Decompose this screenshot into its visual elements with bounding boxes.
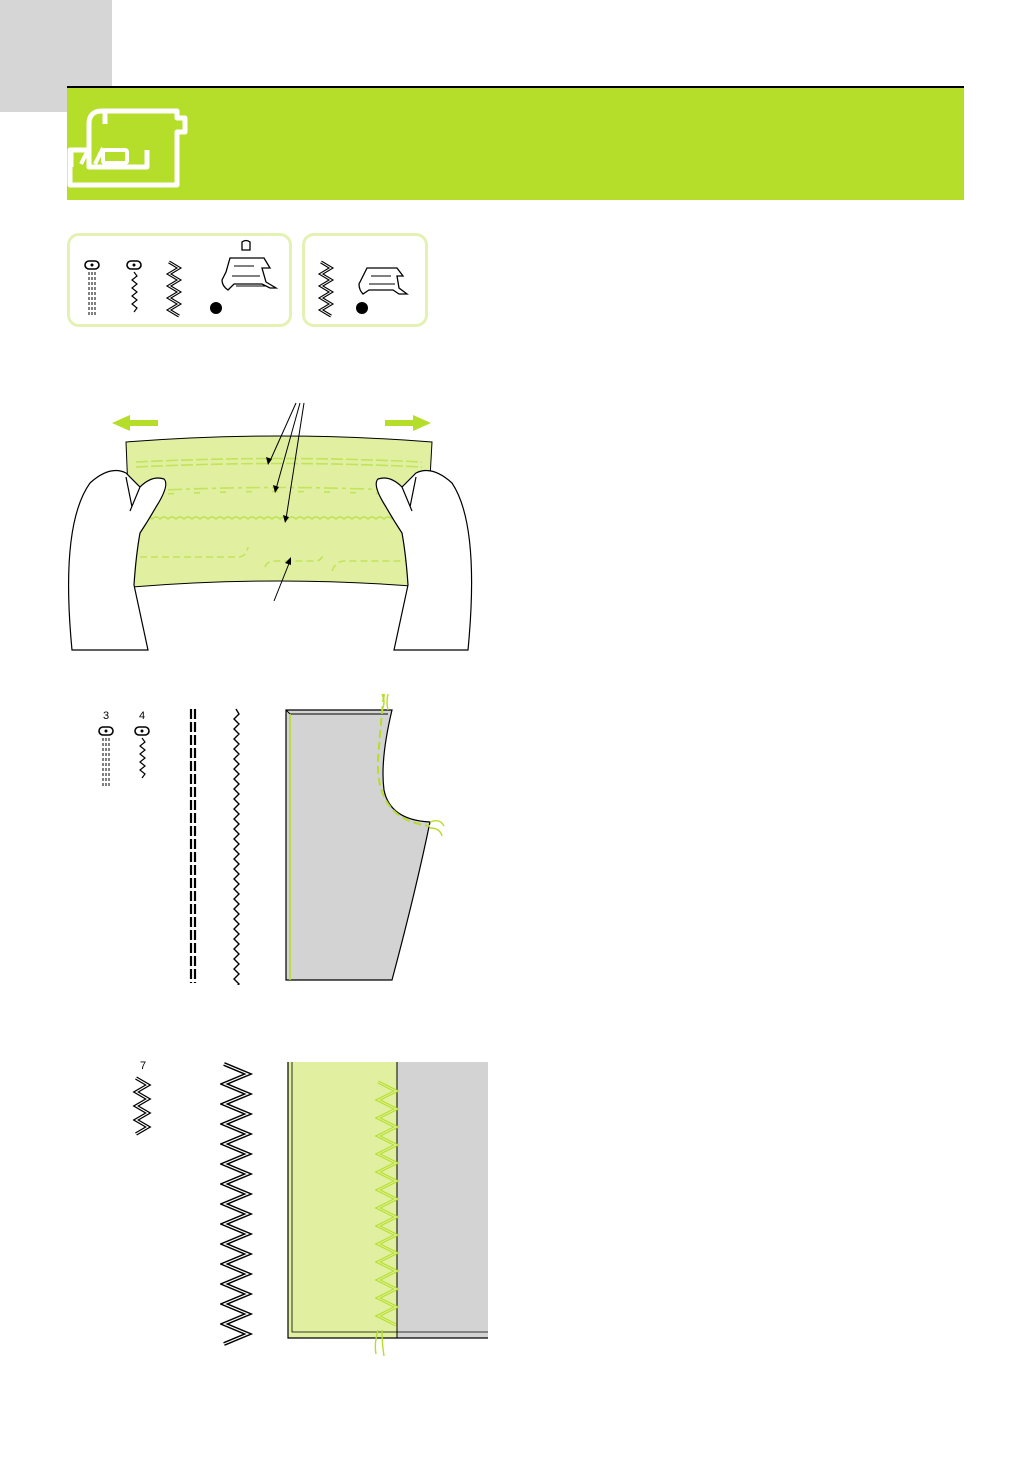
stretch-stitch-icon <box>127 261 141 312</box>
pattern-number-4: 4 <box>139 710 145 722</box>
straight-stitch-icon <box>99 727 113 786</box>
zigzag-stitch-icon <box>169 262 179 316</box>
overcasting-foot-icon <box>356 268 407 314</box>
section-banner <box>67 88 964 200</box>
seam-stitch-samples <box>185 707 245 985</box>
sewing-machine-icon <box>67 88 964 200</box>
garment-seam-illustration <box>280 690 450 985</box>
arrow-right-icon <box>385 415 431 431</box>
stitch-selection-panel <box>67 233 292 327</box>
overcast-foot-panel <box>302 233 428 327</box>
stretch-stitch-icon <box>135 727 149 778</box>
overcast-stitch-icon <box>321 262 331 316</box>
overcast-stitch-sample <box>220 1062 256 1352</box>
pattern-number-7: 7 <box>140 1060 146 1072</box>
pattern-number-3: 3 <box>103 710 109 722</box>
overcast-stitch-icon <box>130 1076 160 1142</box>
arrow-left-icon <box>112 415 158 431</box>
stitch-pattern-icons <box>95 724 155 788</box>
presser-foot-icon <box>210 241 276 315</box>
straight-stitch-icon <box>85 261 99 316</box>
stretch-test-illustration <box>60 395 480 655</box>
overcast-edge-illustration <box>282 1060 492 1360</box>
